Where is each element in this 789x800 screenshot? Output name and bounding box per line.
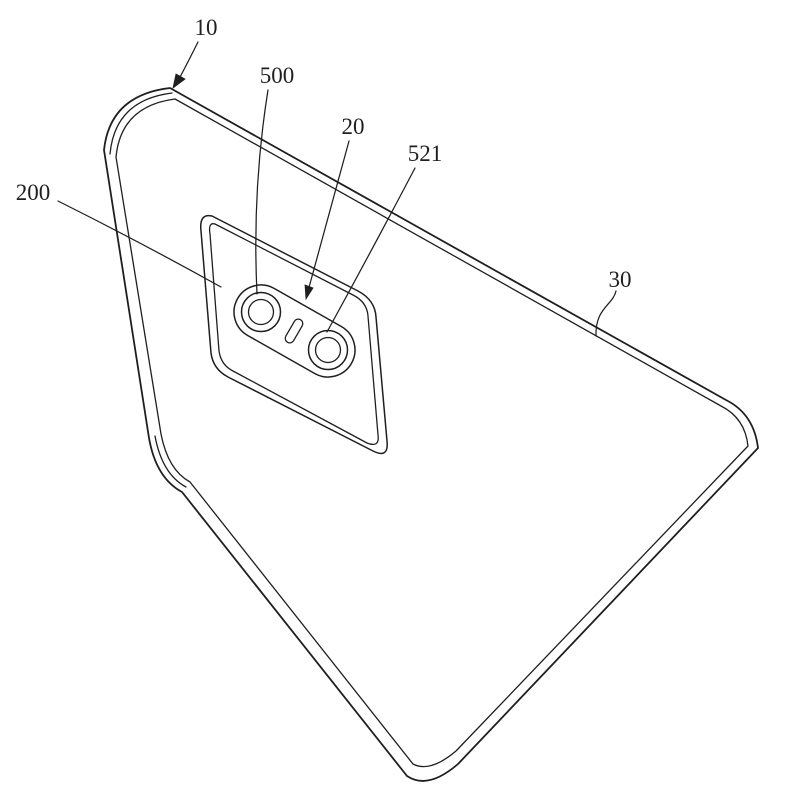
camera-plate-inner <box>208 223 379 446</box>
phone-corner-crease-bottom-left <box>154 435 187 488</box>
phone-outer-outline <box>103 87 759 782</box>
label-30: 30 <box>609 267 632 292</box>
leader-line-500 <box>255 89 269 295</box>
left-lens-outer <box>240 291 282 333</box>
flash-element <box>284 318 304 344</box>
leader-line-200 <box>57 200 222 288</box>
arrowhead-10 <box>172 73 186 89</box>
camera-module <box>199 214 388 455</box>
arrowhead-20 <box>304 284 314 301</box>
label-20: 20 <box>342 114 365 139</box>
phone-body <box>103 87 759 782</box>
label-500: 500 <box>260 63 295 88</box>
right-lens-outer <box>307 329 349 371</box>
label-200: 200 <box>16 180 51 205</box>
leader-line-521 <box>326 167 416 333</box>
phone-inner-outline <box>115 98 749 768</box>
phone-corner-crease-top-left <box>109 92 173 155</box>
camera-housing <box>233 284 356 378</box>
right-lens-inner <box>314 336 342 364</box>
label-10: 10 <box>195 15 218 40</box>
camera-plate-outer <box>199 214 388 455</box>
leader-line-20 <box>307 140 350 292</box>
annotations: 10 500 20 521 200 30 <box>16 15 632 337</box>
leader-line-30 <box>595 290 617 337</box>
leader-line-10 <box>178 41 199 80</box>
label-521: 521 <box>408 141 443 166</box>
left-lens-inner <box>247 298 275 326</box>
